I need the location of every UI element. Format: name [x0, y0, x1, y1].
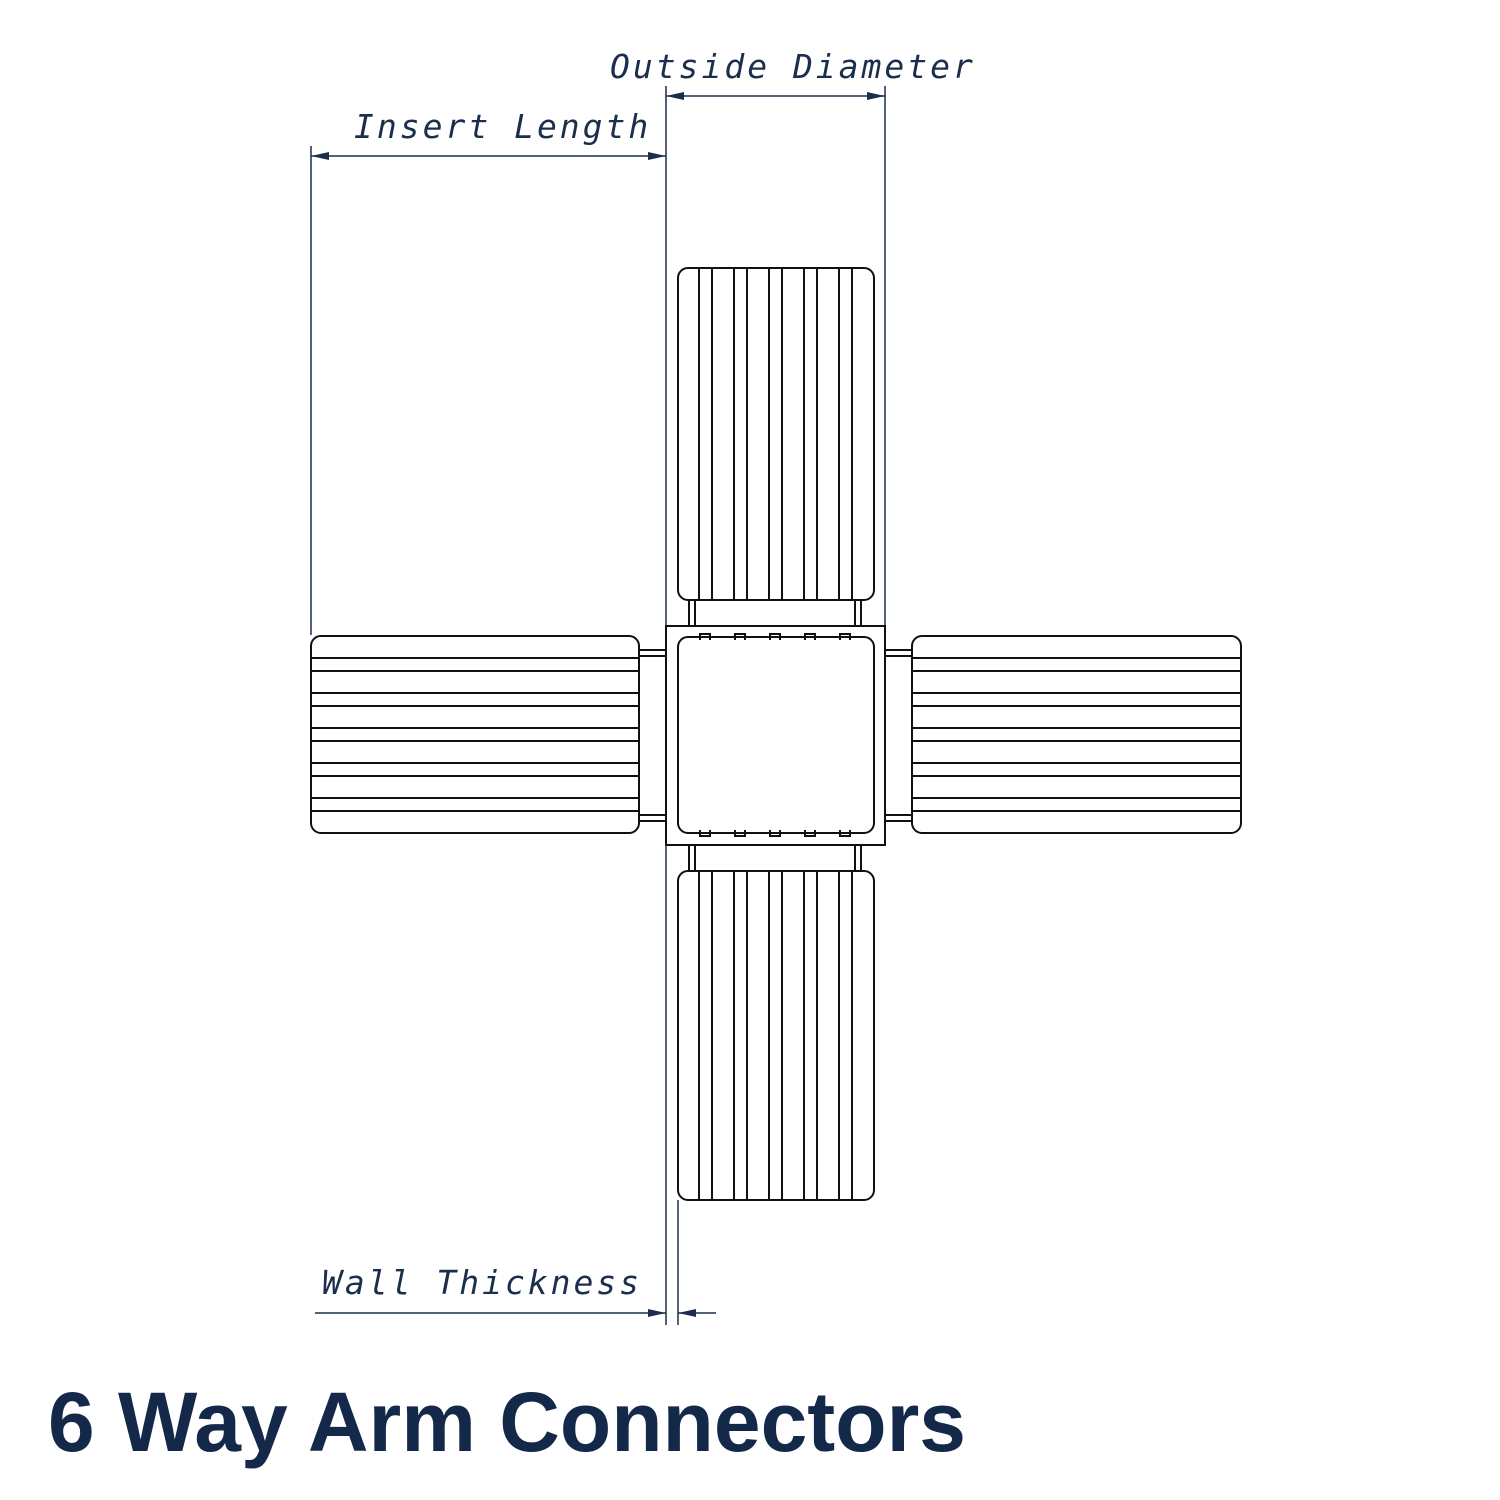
right-arm	[885, 635, 1242, 834]
bottom-arm	[677, 845, 875, 1201]
insert-length-dimension: Insert Length	[310, 107, 666, 635]
wall-thickness-label: Wall Thickness	[322, 1263, 642, 1302]
wall-thickness-dimension: Wall Thickness	[315, 845, 716, 1325]
outside-diameter-label: Outside Diameter	[610, 47, 976, 86]
outside-diameter-dimension: Outside Diameter	[610, 47, 976, 628]
insert-length-label: Insert Length	[354, 107, 651, 146]
page-title: 6 Way Arm Connectors	[48, 1375, 966, 1469]
left-arm	[310, 635, 666, 834]
top-arm	[677, 267, 875, 626]
central-hub	[665, 625, 886, 846]
